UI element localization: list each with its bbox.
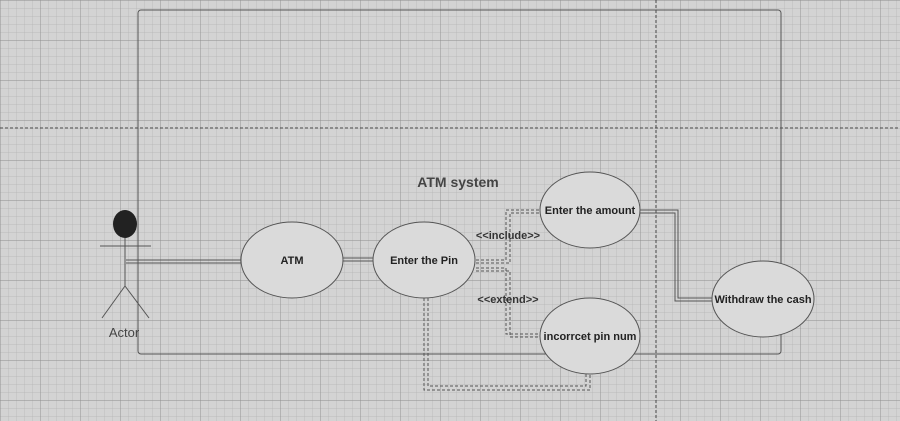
extend-label: <<extend>> [477,294,538,306]
usecase-enter-pin-label: Enter the Pin [390,255,458,267]
retry-connector[interactable] [423,298,591,391]
association-atm-enter-pin[interactable] [342,257,374,262]
include-connector[interactable] [476,209,542,264]
usecase-incorrect-pin[interactable]: incorrcet pin num [539,297,641,375]
system-title: ATM system [417,174,498,190]
include-label: <<include>> [476,230,540,242]
usecase-withdraw[interactable]: Withdraw the cash [711,260,815,338]
system-boundary[interactable] [137,9,782,355]
association-amount-withdraw[interactable] [638,209,714,302]
actor-head [113,210,137,238]
actor-right-leg [124,285,150,319]
usecase-incorrect-pin-label: incorrcet pin num [544,331,637,343]
usecase-atm-label: ATM [280,255,303,267]
usecase-atm[interactable]: ATM [240,221,344,299]
actor-label: Actor [109,325,140,340]
usecase-enter-pin[interactable]: Enter the Pin [372,221,476,299]
actor[interactable]: Actor [100,210,151,340]
extend-connector[interactable] [476,267,542,338]
usecase-withdraw-label: Withdraw the cash [714,294,811,306]
association-actor-atm[interactable] [126,259,242,264]
usecase-enter-amount[interactable]: Enter the amount [539,171,641,249]
actor-left-leg [101,285,126,319]
usecase-enter-amount-label: Enter the amount [545,205,636,217]
